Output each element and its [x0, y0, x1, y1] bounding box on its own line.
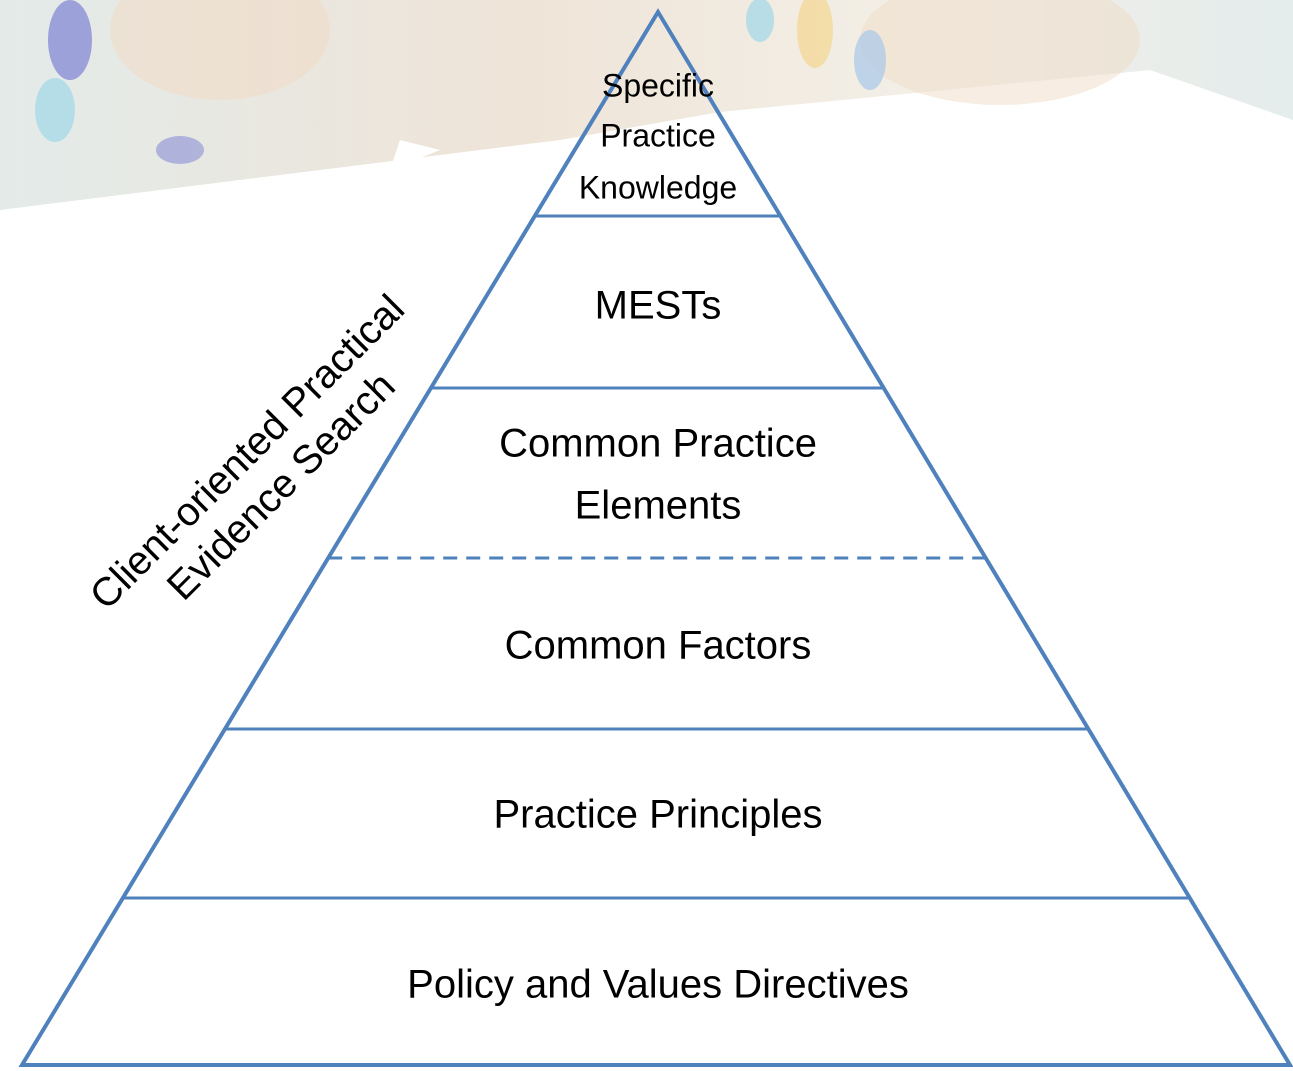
level-1-label-line-3: Knowledge — [579, 169, 737, 205]
pyramid-triangle — [18, 8, 1293, 1067]
background-photo — [0, 0, 1293, 210]
level-1-label-line-1: Specific — [602, 67, 714, 103]
level-3-label-line-1: Common Practice — [499, 422, 817, 466]
pyramid-outline — [18, 8, 1293, 1067]
level-3-label-line-2: Elements — [575, 484, 742, 528]
level-1-label-line-2: Practice — [600, 117, 716, 153]
level-5-label-line-1: Practice Principles — [493, 793, 822, 837]
level-6-label-line-1: Policy and Values Directives — [407, 963, 909, 1007]
level-4-label-line-1: Common Factors — [505, 624, 812, 668]
level-2-label-line-1: MESTs — [595, 284, 722, 328]
